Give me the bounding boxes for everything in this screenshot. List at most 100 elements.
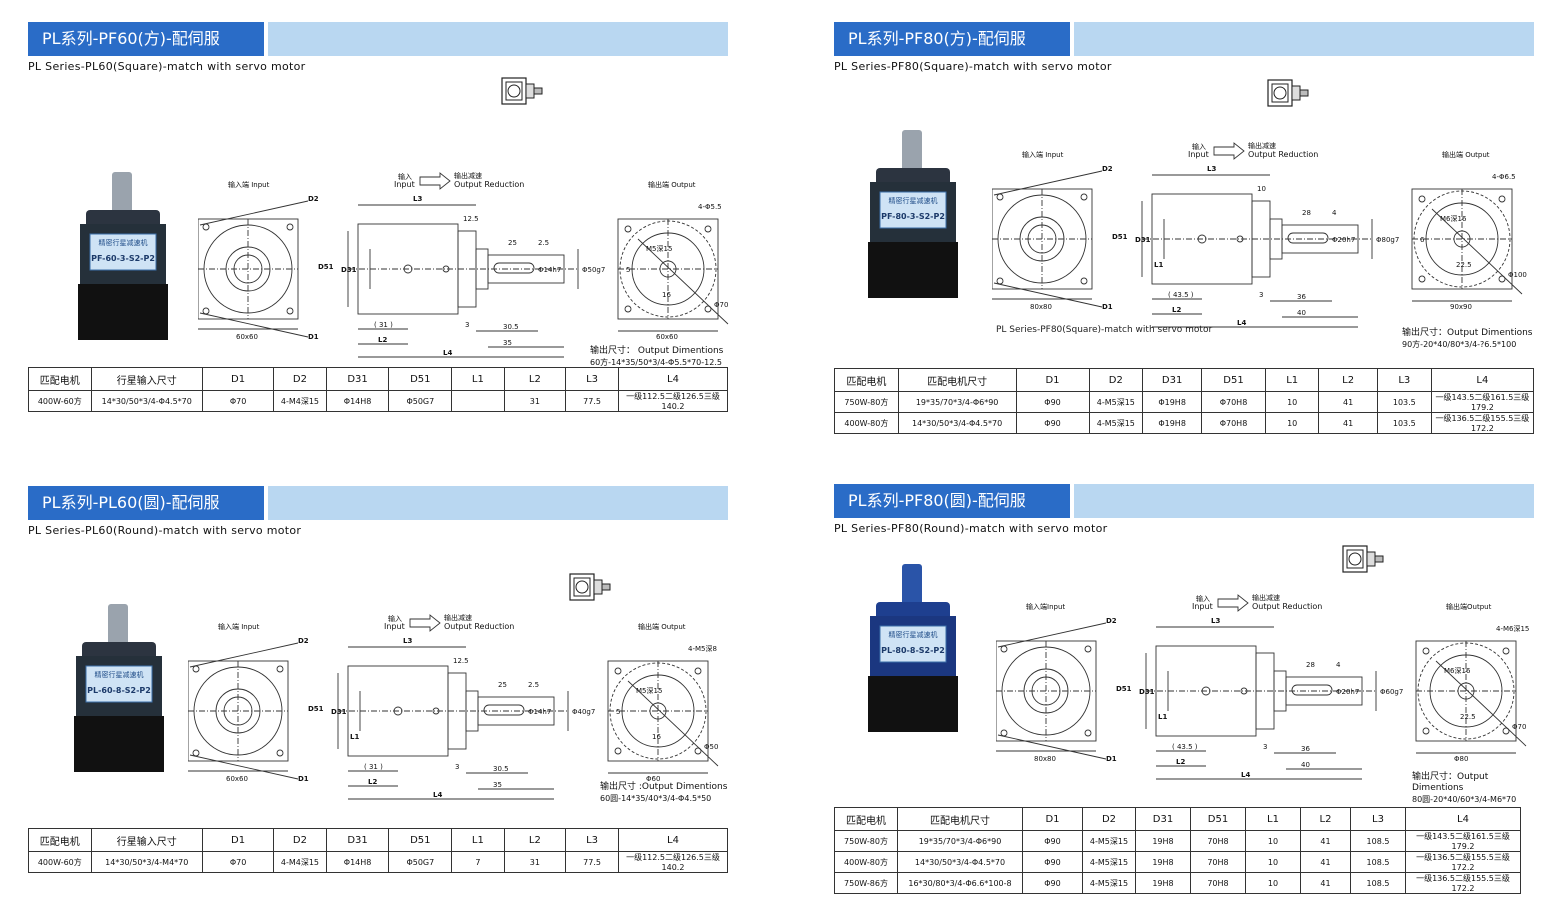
product-section-1: PL系列-PF60(方)-配伺服 PL Series-PL60(Square)-… (28, 22, 728, 452)
dim-h: ( 31 ) (364, 763, 383, 771)
dim-d1: D1 (308, 333, 319, 341)
dim-l2: L2 (368, 778, 377, 786)
gearbox-thumbnail-icon (501, 77, 543, 105)
column-header: L3 (565, 367, 619, 391)
section-title: PL系列-PF80(圆)-配伺服 (834, 484, 1070, 518)
dim-k: 5 (626, 266, 630, 274)
dim-n: 16 (652, 733, 661, 741)
table-cell (451, 390, 505, 412)
arrow-input-en: Input (1192, 602, 1213, 611)
dim-b: 28 (1302, 209, 1311, 217)
table-cell: 4-M5深15 (1088, 391, 1144, 413)
table-cell: 一级112.5二级126.5三级140.2 (617, 851, 729, 873)
section-subtitle: PL Series-PL60(Round)-match with servo m… (28, 524, 302, 537)
dim-a: 12.5 (463, 215, 479, 223)
dim-pcd: Φ50 (704, 743, 718, 751)
dim-d31: D31 (341, 266, 357, 274)
dim-l2: L2 (1176, 758, 1185, 766)
dim-e: Φ50g7 (582, 266, 605, 274)
dim-d: Φ14h7 (538, 266, 561, 274)
dim-d51: D51 (1112, 233, 1128, 241)
dim-b: 28 (1306, 661, 1315, 669)
table-cell: Φ70H8 (1201, 412, 1266, 434)
table-cell: 750W-80方 (834, 391, 899, 413)
header-bar (268, 22, 728, 56)
dim-square-out: Φ80 (1454, 755, 1468, 763)
dim-square-out: Φ60 (646, 775, 660, 783)
dim-i: 3 (465, 321, 469, 329)
table-cell: 一级112.5二级126.5三级140.2 (617, 390, 729, 412)
drawing-caption: PL Series-PF80(Square)-match with servo … (996, 325, 1213, 335)
column-header: D2 (1082, 807, 1136, 831)
dim-bolt: 4-Φ5.5 (698, 203, 722, 211)
output-dimensions: 输出尺寸 :Output Dimentions 60圆-14*35/40*3/4… (600, 782, 727, 804)
table-cell: Φ90 (1022, 830, 1083, 852)
table-cell: Φ50G7 (388, 851, 453, 873)
dim-d: Φ14h7 (528, 708, 551, 716)
column-header: L4 (617, 367, 729, 391)
output-end-label: 输出端 Output (1442, 150, 1490, 159)
column-header: D31 (325, 367, 390, 391)
header-bar (1074, 22, 1534, 56)
dim-l1: L1 (1158, 713, 1167, 721)
dim-square: 60x60 (236, 333, 258, 341)
dim-d31: D31 (1139, 688, 1155, 696)
output-dimensions: 输出尺寸：Output Dimentions 80圆-20*40/60*3/4-… (1412, 772, 1534, 805)
arrow-output-en: Output Reduction (454, 180, 524, 189)
table-cell: 16*30/80*3/4-Φ6.6*100-8 (897, 872, 1023, 894)
dim-d2: D2 (308, 195, 319, 203)
table-cell: 400W-80方 (834, 412, 899, 434)
column-header: D31 (1135, 807, 1191, 831)
dim-c: 2.5 (528, 681, 539, 689)
output-dimensions-title: 输出尺寸： Output Dimentions (590, 346, 724, 356)
column-header: L3 (565, 828, 619, 852)
table-cell: 750W-86方 (834, 872, 898, 894)
photo-label-cn: 精密行星减速机 (889, 630, 938, 639)
table-cell: Φ19H8 (1142, 391, 1203, 413)
table-cell: 70H8 (1190, 830, 1246, 852)
dim-square: 80x80 (1034, 755, 1056, 763)
input-end-label: 输入端 Input (1022, 150, 1064, 159)
column-header: D51 (388, 367, 453, 391)
dim-b: 25 (498, 681, 507, 689)
dim-l3: L3 (1211, 617, 1220, 625)
gearbox-thumbnail-icon (569, 573, 611, 601)
column-header: D1 (201, 828, 275, 852)
table-cell: 19*35/70*3/4-Φ6*90 (897, 391, 1017, 413)
dim-c: 2.5 (538, 239, 549, 247)
photo-label-model: PF-80-3-S2-P2 (881, 212, 945, 221)
dim-e: Φ40g7 (572, 708, 595, 716)
column-header: D51 (1190, 807, 1246, 831)
dim-f: 36 (1301, 745, 1310, 753)
table-cell: 108.5 (1350, 872, 1406, 894)
section-header: PL系列-PF80(方)-配伺服 (834, 22, 1534, 56)
dim-c: 4 (1332, 209, 1337, 217)
table-cell: 70H8 (1190, 851, 1246, 873)
table-cell: 19H8 (1135, 851, 1191, 873)
section-header: PL系列-PF60(方)-配伺服 (28, 22, 728, 56)
dim-l4: L4 (433, 791, 442, 799)
table-cell: 103.5 (1376, 391, 1432, 413)
table-cell: Φ70 (201, 390, 275, 412)
column-header: D51 (388, 828, 453, 852)
dim-d: Φ20h7 (1336, 688, 1359, 696)
section-header: PL系列-PF80(圆)-配伺服 (834, 484, 1534, 518)
table-cell: 70H8 (1190, 872, 1246, 894)
dim-l4: L4 (1237, 319, 1246, 327)
table-cell: 4-M5深15 (1082, 830, 1136, 852)
dim-f: 30.5 (503, 323, 519, 331)
output-end-label: 输出端 Output (648, 180, 696, 189)
table-cell: 400W-60方 (28, 390, 92, 412)
output-dimensions-title: 输出尺寸：Output Dimentions (1402, 328, 1533, 338)
dim-f: 36 (1297, 293, 1306, 301)
table-cell: 41 (1300, 851, 1351, 873)
arrow-input-en: Input (384, 622, 405, 631)
dim-i: 3 (455, 763, 459, 771)
photo-label-model: PL-80-8-S2-P2 (881, 646, 945, 655)
table-cell: 10 (1264, 412, 1320, 434)
